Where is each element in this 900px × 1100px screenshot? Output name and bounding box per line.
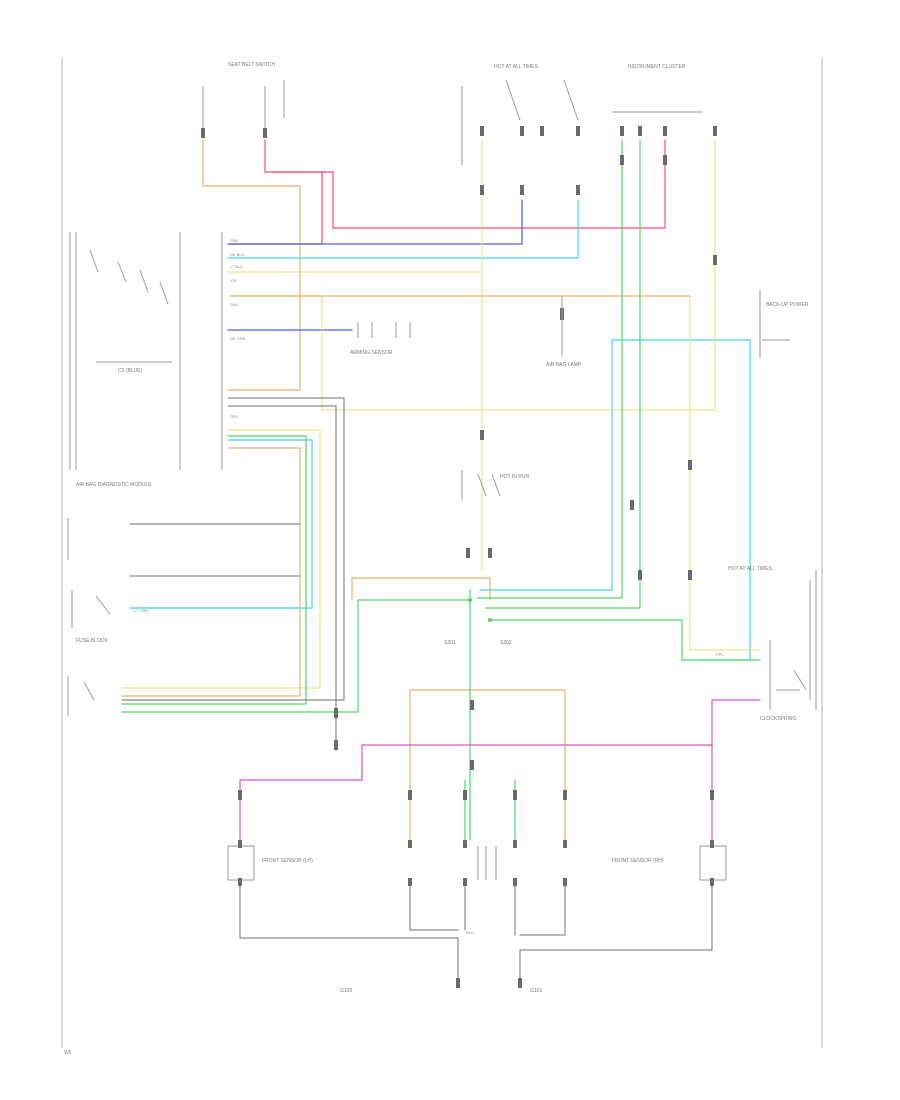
arming-sensor [357,322,411,338]
wire-yellow [227,139,483,273]
wire-green [477,139,623,599]
label-seat-belt-switch-left: SEAT BELT SWITCH [228,62,276,68]
label-fuse-block: FUSE BLOCK [76,638,108,644]
label-connector: C3 (BLUE) [118,368,143,374]
wire-label-dkgrn: DK GRN [230,336,246,341]
top-center-switches [461,79,580,165]
left-sub-switches [67,518,111,716]
wire-green-3 [121,435,307,705]
label-splice-1: S201 [444,640,456,646]
connector-marks [238,155,717,800]
wire-gray-2 [121,397,345,701]
splice-s201 [468,598,472,602]
wire-cyan-4 [479,339,613,591]
wire-green-2 [485,139,641,609]
label-hot-in-run: HOT IN RUN [500,474,529,480]
wire-label-ltgrn: LT GRN [134,608,148,613]
label-ground-left: G100 [340,988,352,994]
label-arming-sensor: ARMING SENSOR [350,350,393,356]
wire-label-ppl: PPL [716,652,724,657]
label-warning-lamp: AIR BAG LAMP [546,362,582,368]
sensor-right [699,840,727,886]
wire-yellow-5 [689,295,761,651]
wire-green-6 [121,599,473,713]
wire-tan-top [202,139,301,391]
splice-s202 [488,618,492,622]
wire-gray-5 [409,879,459,931]
wire-yellow-2 [121,429,321,689]
wire-label-pnk: PNK [230,238,239,243]
wire-magenta [239,699,761,841]
backup-power [759,290,790,358]
label-air-bag-module: AIR BAG DIAGNOSTIC MODULE [76,482,152,488]
label-sensor-right: FRONT SENSOR (RH) [612,858,664,864]
ground-right [518,978,522,988]
wire-green-5 [489,619,761,661]
wire-tan-4 [409,689,566,841]
label-clockspring: CLOCKSPRING [760,716,797,722]
clockspring [769,570,817,710]
inflator-modules [408,840,567,886]
wire-cyan-2 [129,439,313,609]
page-mark: W5 [64,1050,72,1056]
wire-gray-4 [519,879,713,981]
label-backup-power: BACK-UP POWER [766,302,809,308]
sensor-left [227,840,255,886]
wire-tan-2 [351,577,491,601]
wire-cyan [227,199,579,259]
wire-label-yel: YEL [230,278,238,283]
label-hot-at-all-times-right: HOT AT ALL TIMES [728,566,773,572]
wire-gray-6 [519,879,566,936]
wire-label-blk: BLK [466,930,474,935]
wire-gray [227,405,337,751]
instrument-cluster [612,111,717,136]
center-switch [461,470,501,558]
label-splice-2: S202 [500,640,512,646]
wire-tan-5 [121,447,301,697]
warning-lamp [560,296,564,356]
label-sensor-left: FRONT SENSOR (LH) [262,858,313,864]
ground-left [456,978,460,988]
wire-gray-3 [239,879,459,981]
label-ground-right: G101 [530,988,542,994]
label-hot-at-all-times-top: HOT AT ALL TIMES [494,64,539,70]
wire-label-tan: TAN [230,302,238,307]
wire-label-ltblu: LT BLU [230,264,243,269]
seat-belt-switch-left [201,80,285,138]
wire-blue [227,199,523,245]
label-instrument-cluster: INSTRUMENT CLUSTER [628,64,686,70]
wire-pink-2 [227,171,323,245]
wire-pink [264,139,666,229]
wire-yellow-3 [229,139,716,411]
air-bag-module [69,232,223,470]
wire-label-dkblu: DK BLU [230,252,245,257]
wire-label-gry: GRY [230,414,239,419]
